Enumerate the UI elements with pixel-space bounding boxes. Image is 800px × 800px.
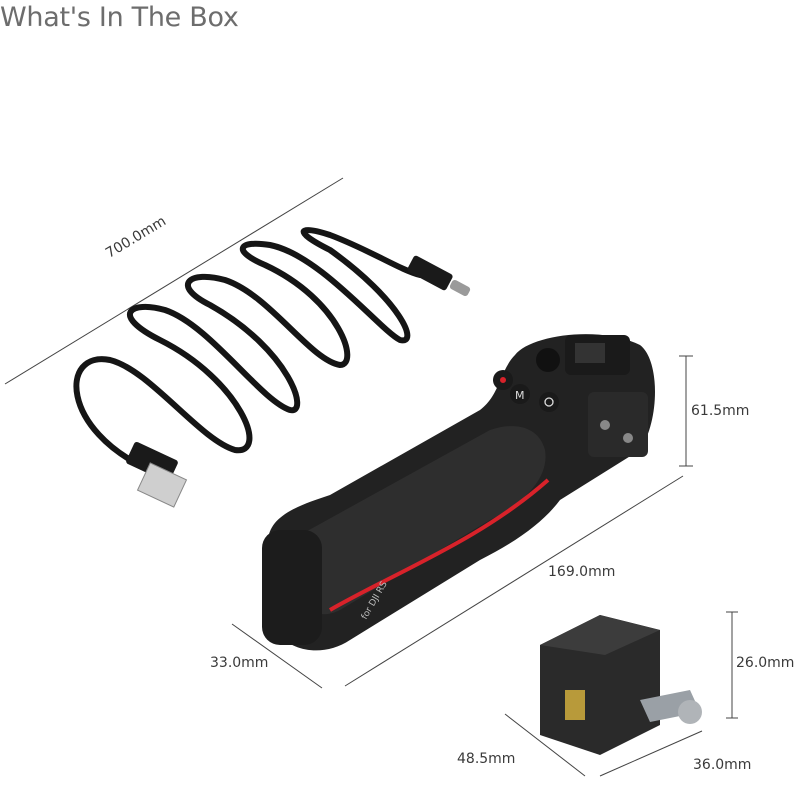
page-title: What's In The Box	[0, 2, 239, 33]
handle-length-line	[344, 475, 684, 687]
clamp-length-line	[504, 713, 586, 777]
clamp-height-label: 26.0mm	[736, 655, 795, 671]
handle-width-label: 33.0mm	[210, 655, 269, 671]
usb-cable	[73, 227, 471, 508]
joystick-icon	[536, 348, 560, 372]
clamp-width-line	[599, 730, 703, 777]
clamp-width-label: 36.0mm	[693, 757, 752, 773]
cable-length-line	[4, 177, 344, 385]
quick-release-clamp	[540, 615, 702, 755]
power-icon	[539, 392, 559, 412]
handle-width-line	[231, 623, 323, 689]
handle-height-label: 61.5mm	[691, 403, 750, 419]
mode-button-label: M	[515, 389, 525, 402]
clamp-length-label: 48.5mm	[457, 751, 516, 767]
handle-length-label: 169.0mm	[548, 564, 616, 580]
grip-handle: M for DJI RS	[262, 334, 655, 651]
red-accent-stripe	[329, 478, 550, 612]
dimension-lines	[4, 177, 738, 777]
